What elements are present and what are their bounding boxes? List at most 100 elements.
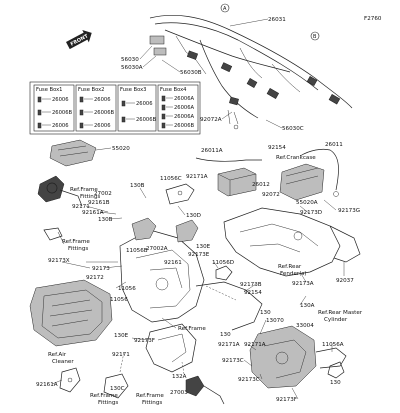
fuse-box-4-item: 26006B	[174, 123, 195, 129]
fuse-box-1-item: 26006B	[52, 110, 73, 116]
label-26031: 26031	[268, 17, 286, 23]
label-92154: 92154	[244, 290, 262, 296]
fuse-box-1-title: Fuse Box1	[36, 87, 62, 93]
relay-92161	[175, 219, 199, 243]
label-92173a: 92173A	[292, 281, 314, 287]
label-ref-air-cleaner: Ref.Air	[48, 352, 67, 358]
label-92173c-2: 92173C	[238, 377, 260, 383]
label-11056: 11056	[118, 286, 136, 292]
main-wiring-harness	[149, 14, 353, 130]
fuse-box-4-title: Fuse Box4	[160, 87, 187, 93]
label-26011: 26011	[325, 142, 343, 148]
label-92172: 92172	[86, 275, 104, 281]
label-92173g: 92173G	[338, 208, 360, 214]
bracket-92161a	[59, 367, 81, 393]
fuse-box-4-item: 26006A	[174, 96, 195, 102]
label-92161a: 92161A	[82, 210, 104, 216]
sensor-27003	[185, 375, 225, 405]
label-132a: 132A	[172, 374, 187, 380]
callout-b-label: B	[313, 34, 317, 40]
label-11056b: 11056B	[126, 248, 148, 254]
front-arrow-icon: FRONT	[66, 29, 92, 50]
label-56030b: 56030B	[180, 70, 202, 76]
label-ref-rear-master-b: Cylinder	[324, 317, 348, 323]
label-130e: 130E	[196, 244, 211, 250]
label-11056d: 11056D	[212, 260, 234, 266]
fuse-box-table: Fuse Box1 26006 26006B 26006 Fuse Box2 2…	[29, 81, 201, 135]
callout-a: A	[220, 3, 230, 13]
label-ref-frame-fittings-5: Ref.Frame	[136, 393, 164, 399]
fuse-box-3-title: Fuse Box3	[120, 87, 146, 93]
relay-cover-55020	[49, 139, 97, 167]
label-ref-frame-fittings-1: Ref.Frame	[70, 187, 98, 193]
center-subframe	[119, 229, 263, 331]
rear-master-bracket	[249, 325, 347, 389]
fuse-box-4: Fuse Box4 26006A 26006A 26006A 26006B	[157, 84, 199, 132]
label-27003: 27003	[170, 390, 188, 396]
label-ref-rear-master: Ref.Rear Master	[318, 310, 363, 316]
label-92161a-2: 92161A	[36, 382, 58, 388]
fuse-box-3: Fuse Box3 26006 26006B	[117, 84, 157, 132]
ecu-unit	[279, 163, 325, 201]
label-ref-crankcase: Ref.Crankcase	[276, 155, 316, 161]
label-92173c: 92173C	[222, 358, 244, 364]
rear-fender-frame	[223, 207, 361, 277]
label-ref-frame-fittings-2b: Fittings	[68, 246, 88, 252]
label-56030c: 56030C	[282, 126, 304, 132]
label-56030: 56030	[121, 57, 139, 63]
callout-b: B	[310, 31, 320, 41]
label-130-2: 130	[220, 332, 231, 338]
label-130c: 130C	[110, 386, 125, 392]
fuse-box-1-item: 26006	[52, 123, 69, 129]
label-92171a-3: 92171A	[244, 342, 266, 348]
label-11056c: 11056C	[160, 176, 182, 182]
label-26012: 26012	[252, 182, 270, 188]
label-92173e: 92173E	[188, 252, 210, 258]
fuse-box-4-item: 26006A	[174, 114, 195, 120]
label-55020a: 55020A	[296, 200, 318, 206]
figure-id: F2760	[364, 16, 382, 22]
label-92171-2: 92171	[112, 352, 130, 358]
label-ref-frame-fittings-4b: Fittings	[98, 400, 118, 406]
fuse-box-2-item: 26006B	[94, 110, 115, 116]
label-92173f-2: 92173F	[276, 397, 297, 403]
label-92037: 92037	[336, 278, 354, 284]
clip-11056d	[215, 265, 233, 281]
label-130-3: 130	[330, 380, 341, 386]
label-130b-1: 130B	[130, 183, 145, 189]
fuse-box-4-item: 26006A	[174, 105, 195, 111]
label-92173: 92173	[92, 266, 110, 272]
label-ref-frame-3: Ref.Frame	[178, 326, 206, 332]
label-130a: 130A	[300, 303, 315, 309]
label-92161b: 92161B	[88, 200, 110, 206]
clip-130	[327, 361, 345, 379]
label-92072: 92072	[262, 192, 280, 198]
label-55020: 55020	[112, 146, 130, 152]
label-ref-air-cleaner-b: Cleaner	[52, 359, 74, 365]
relay-11056b	[131, 217, 157, 241]
label-92161: 92161	[164, 260, 182, 266]
label-130b-2: 130B	[98, 217, 113, 223]
label-92171: 92171	[72, 204, 90, 210]
label-ref-rear-fender-b: Fender(s)	[280, 271, 306, 277]
bracket-130c	[103, 373, 129, 399]
label-92173d: 92173D	[300, 210, 322, 216]
callout-a-label: A	[223, 6, 227, 12]
label-92171a-2: 92171A	[218, 342, 240, 348]
label-27002a: 27002A	[146, 246, 168, 252]
label-ref-frame-fittings-2: Ref.Frame	[62, 239, 90, 245]
label-ref-frame-fittings-1b: Fittings	[80, 194, 100, 200]
fuse-box-3-item: 26006	[136, 101, 153, 107]
fuse-box-2-item: 26006	[94, 97, 111, 103]
bracket-small	[43, 227, 65, 245]
label-92173f: 92173F	[134, 338, 155, 344]
label-ref-frame-fittings-5b: Fittings	[142, 400, 162, 406]
ignition-switch	[37, 175, 83, 207]
label-92173x: 92173X	[48, 258, 70, 264]
battery-26012	[217, 167, 257, 197]
label-ref-frame-fittings-4: Ref.Frame	[90, 393, 118, 399]
air-cleaner-housing	[29, 279, 113, 347]
fuse-box-2: Fuse Box2 26006 26006B 26006	[75, 84, 117, 132]
